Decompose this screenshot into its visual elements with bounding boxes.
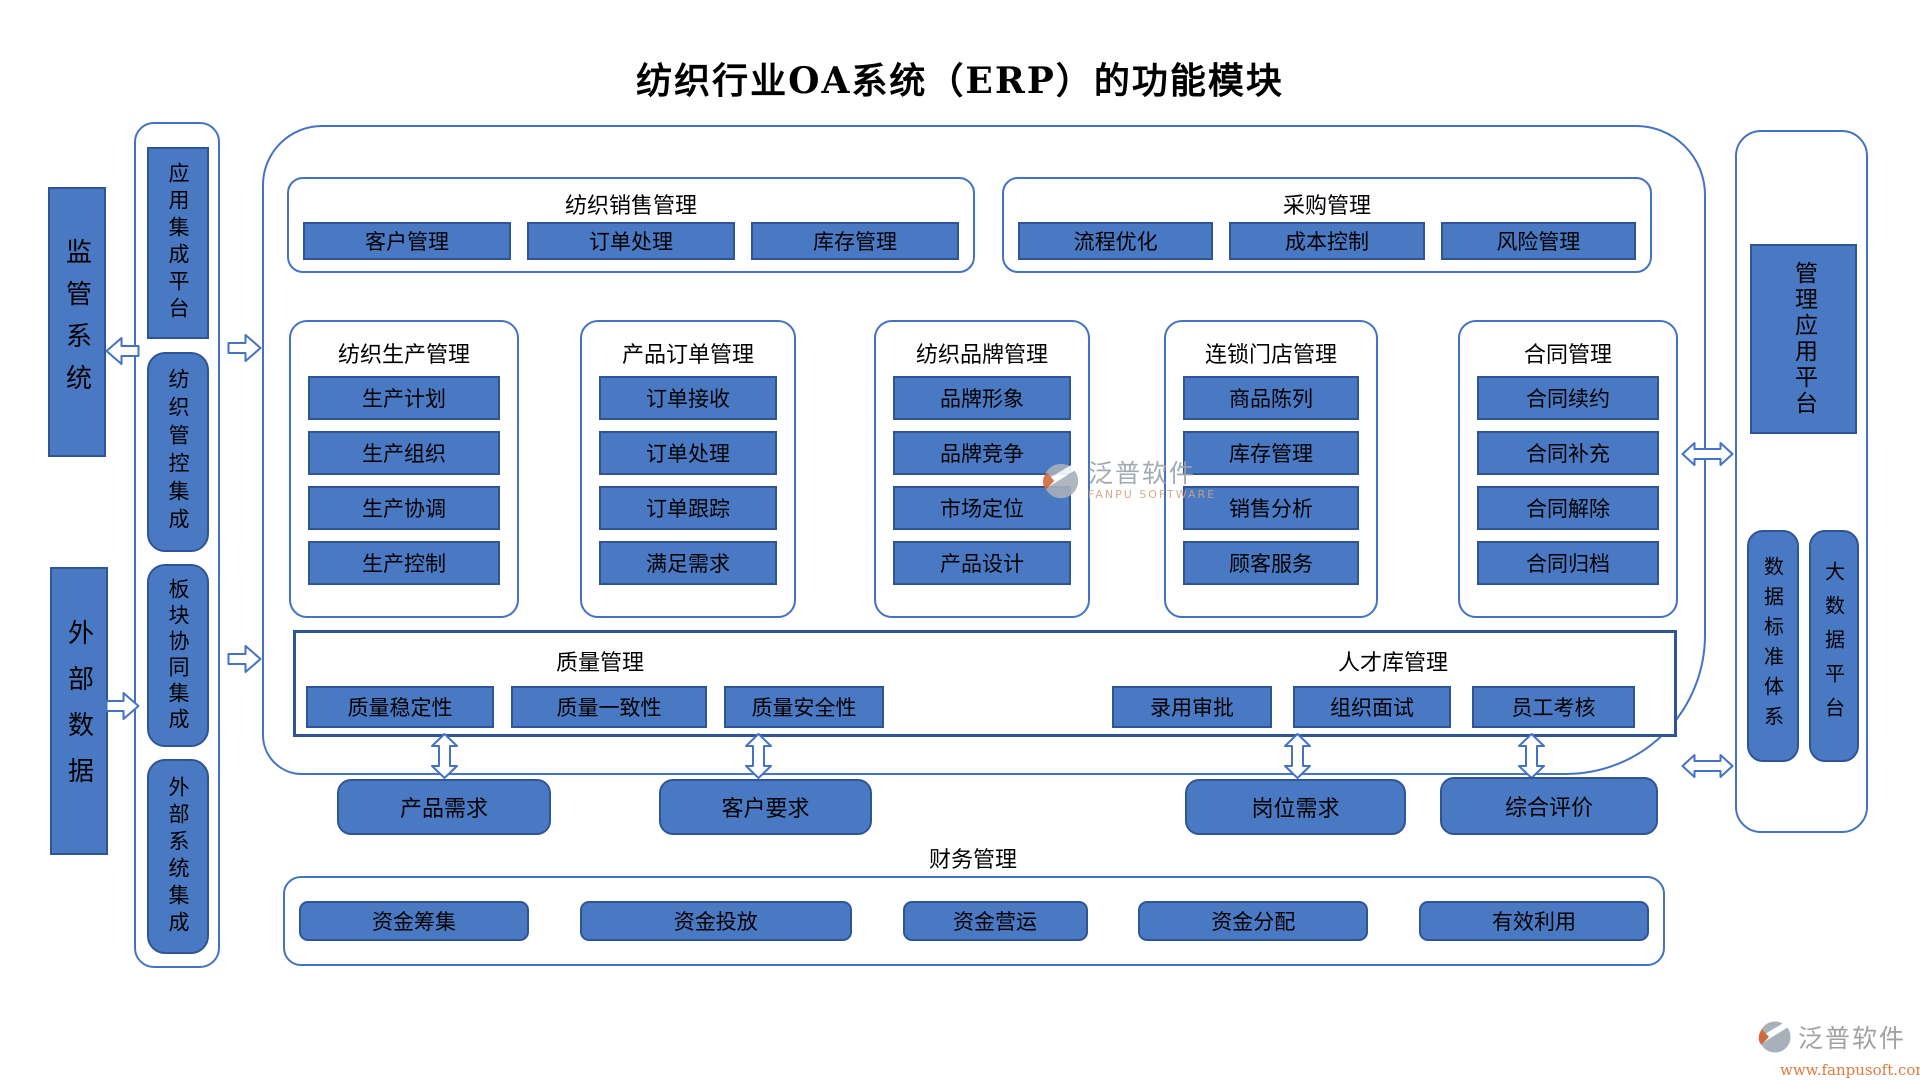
module-button: 风险管理 [1440, 222, 1636, 260]
module-button: 订单处理 [599, 431, 777, 475]
module-button: 资金营运 [902, 901, 1088, 941]
module-button: 资金筹集 [299, 901, 529, 941]
up-down-arrow-icon [745, 733, 772, 779]
module-button: 资金投放 [579, 901, 852, 941]
module-button: 合同补充 [1477, 431, 1659, 475]
integration-column-panel: 应用集成平台 纺织管控集成 板块协同集成 外部系统集成 [134, 122, 220, 968]
module-button: 组织面试 [1293, 686, 1451, 728]
center-watermark: 泛普软件 FANPU SOFTWARE [1040, 460, 1216, 506]
customer-requirement-box: 客户要求 [659, 779, 872, 835]
module-button: 满足需求 [599, 541, 777, 585]
comprehensive-evaluation-box: 综合评价 [1440, 777, 1658, 835]
group-title: 合同管理 [1523, 343, 1612, 368]
arrow-right-icon [227, 644, 262, 674]
module-button: 有效利用 [1419, 901, 1649, 941]
data-standard-system-box: 数据标准体系 [1747, 530, 1799, 762]
fanpu-logo-icon [1040, 460, 1082, 506]
module-button: 成本控制 [1229, 222, 1425, 260]
module-button: 质量安全性 [724, 686, 884, 728]
management-application-panel: 管理应用平台 数据标准体系 大数据平台 [1735, 130, 1868, 833]
arrow-right-icon [227, 333, 262, 363]
textile-brand-group: 纺织品牌管理 品牌形象 品牌竞争 市场定位 产品设计 [874, 320, 1090, 618]
module-button: 库存管理 [1183, 431, 1359, 475]
up-down-arrow-icon [431, 733, 458, 779]
talent-pool-section: 人才库管理 录用审批 组织面试 员工考核 [1106, 633, 1680, 734]
module-button: 生产组织 [308, 431, 500, 475]
module-button: 生产计划 [308, 376, 500, 420]
module-button: 品牌竞争 [893, 431, 1071, 475]
contract-management-group: 合同管理 合同续约 合同补充 合同解除 合同归档 [1458, 320, 1678, 618]
module-button: 订单跟踪 [599, 486, 777, 530]
textile-sales-items: 客户管理 订单处理 库存管理 [289, 222, 973, 260]
module-button: 流程优化 [1018, 222, 1214, 260]
module-button: 品牌形象 [893, 376, 1071, 420]
external-data-box: 外部数据 [50, 567, 108, 855]
post-demand-box: 岗位需求 [1185, 779, 1406, 835]
watermark-brand: 泛普软件 [1088, 459, 1197, 488]
product-demand-box: 产品需求 [337, 779, 551, 835]
module-button: 录用审批 [1112, 686, 1272, 728]
arrow-left-icon [105, 336, 140, 366]
module-button: 合同续约 [1477, 376, 1659, 420]
group-title: 纺织生产管理 [337, 343, 470, 368]
finance-title: 财务管理 [928, 848, 1017, 873]
textile-control-integration-box: 纺织管控集成 [147, 352, 209, 552]
module-button: 客户管理 [303, 222, 511, 260]
module-button: 资金分配 [1138, 901, 1369, 941]
purchase-management-group: 采购管理 流程优化 成本控制 风险管理 [1002, 177, 1652, 273]
module-button: 销售分析 [1183, 486, 1359, 530]
left-right-arrow-icon [1681, 440, 1734, 468]
talent-pool-title: 人才库管理 [1337, 651, 1448, 676]
fanpu-logo-icon [1756, 1018, 1794, 1060]
left-right-arrow-icon [1681, 752, 1734, 780]
textile-sales-title: 纺织销售管理 [564, 194, 697, 219]
watermark-brand-latin: FANPU SOFTWARE [1088, 487, 1217, 501]
supervision-system-box: 监管系统 [48, 187, 106, 457]
up-down-arrow-icon [1518, 733, 1545, 779]
module-button: 生产协调 [308, 486, 500, 530]
module-button: 市场定位 [893, 486, 1071, 530]
quality-section: 质量管理 质量稳定性 质量一致性 质量安全性 [300, 633, 900, 734]
external-system-integration-box: 外部系统集成 [147, 759, 209, 954]
up-down-arrow-icon [1284, 733, 1311, 779]
module-button: 订单接收 [599, 376, 777, 420]
product-order-group: 产品订单管理 订单接收 订单处理 订单跟踪 满足需求 [580, 320, 796, 618]
group-title: 产品订单管理 [621, 343, 754, 368]
chain-store-group: 连锁门店管理 商品陈列 库存管理 销售分析 顾客服务 [1164, 320, 1378, 618]
arrow-right-icon [105, 691, 140, 721]
diagram-title: 纺织行业OA系统（ERP）的功能模块 [636, 60, 1284, 102]
module-button: 商品陈列 [1183, 376, 1359, 420]
module-button: 质量稳定性 [306, 686, 494, 728]
purchase-management-items: 流程优化 成本控制 风险管理 [1004, 222, 1650, 260]
module-button: 库存管理 [751, 222, 959, 260]
module-button: 生产控制 [308, 541, 500, 585]
module-button: 质量一致性 [511, 686, 707, 728]
module-button: 订单处理 [527, 222, 735, 260]
module-button: 员工考核 [1472, 686, 1635, 728]
app-integration-platform-box: 应用集成平台 [147, 147, 209, 339]
watermark-url: www.fanpusoft.com [1780, 1061, 1920, 1079]
big-data-platform-box: 大数据平台 [1809, 530, 1859, 762]
module-button: 合同解除 [1477, 486, 1659, 530]
finance-group: 资金筹集 资金投放 资金营运 资金分配 有效利用 [283, 876, 1665, 966]
module-collaboration-integration-box: 板块协同集成 [147, 564, 209, 747]
textile-production-group: 纺织生产管理 生产计划 生产组织 生产协调 生产控制 [289, 320, 519, 618]
corner-watermark: 泛普软件 www.fanpusoft.com [1756, 1018, 1920, 1079]
group-title: 纺织品牌管理 [915, 343, 1048, 368]
management-application-platform-box: 管理应用平台 [1750, 244, 1857, 434]
purchase-management-title: 采购管理 [1282, 194, 1371, 219]
module-button: 产品设计 [893, 541, 1071, 585]
textile-sales-group: 纺织销售管理 客户管理 订单处理 库存管理 [287, 177, 975, 273]
module-button: 顾客服务 [1183, 541, 1359, 585]
watermark-brand: 泛普软件 [1798, 1024, 1907, 1054]
module-button: 合同归档 [1477, 541, 1659, 585]
quality-title: 质量管理 [555, 651, 644, 676]
quality-talent-band: 质量管理 质量稳定性 质量一致性 质量安全性 人才库管理 录用审批 组织面试 员… [293, 630, 1677, 737]
group-title: 连锁门店管理 [1204, 343, 1337, 368]
